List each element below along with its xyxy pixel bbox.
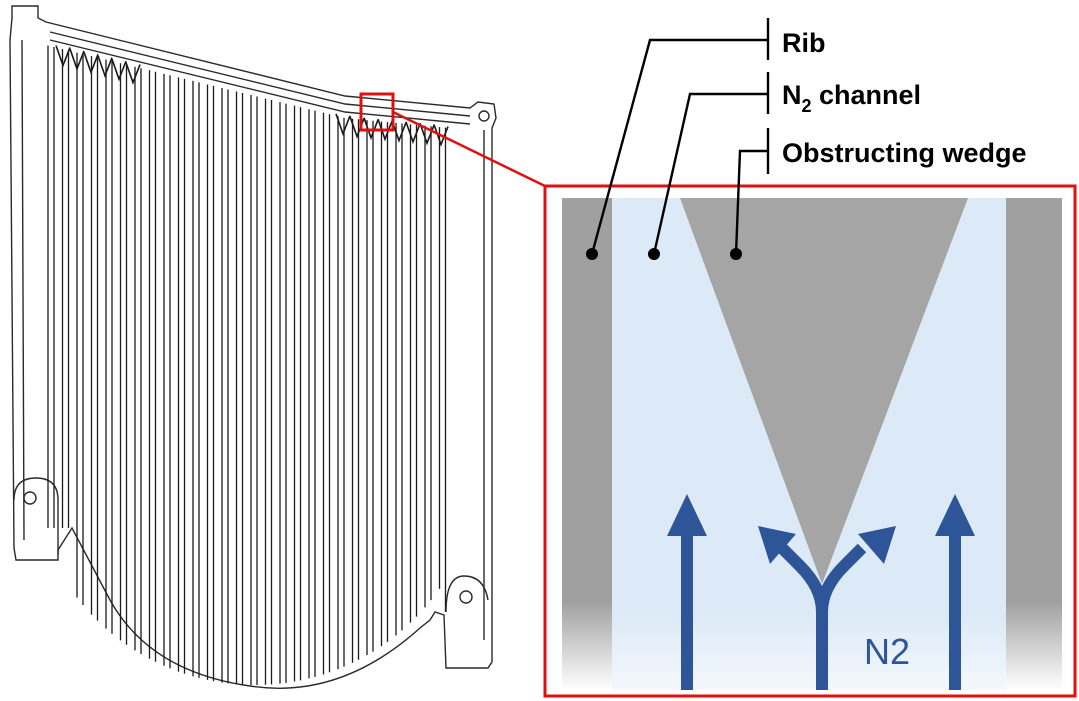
plate-wedge (363, 117, 379, 141)
plate-ribs (47, 45, 447, 685)
leader-rib (590, 38, 768, 255)
flow-label: N2 (864, 631, 910, 672)
label-channel: N2 channel (782, 80, 921, 116)
plate-wedge (97, 55, 113, 79)
plate-wedge (405, 121, 421, 145)
label-wedge: Obstructing wedge (782, 138, 1027, 168)
leaders (590, 18, 770, 255)
arrow-split-head-right (858, 526, 896, 564)
label-channel-prefix: N (782, 80, 802, 110)
arrow-left-head (667, 494, 707, 536)
bipolar-plate-drawing (9, 5, 497, 689)
plate-hole-top (478, 110, 490, 122)
plate-wedge (335, 113, 351, 137)
plate-tab-left (13, 477, 59, 555)
plate-top-rail-inner (49, 39, 471, 125)
marker-wedge (730, 248, 742, 260)
plate-wedge (377, 118, 393, 142)
zoom-connector-top (392, 110, 546, 188)
label-channel-suffix: channel (812, 80, 922, 110)
arrow-split-branch (816, 543, 867, 613)
plate-tab-right (445, 575, 489, 613)
plate-wedge (69, 48, 85, 72)
rib-right (1006, 198, 1062, 690)
zoom-frame (543, 184, 1077, 698)
plate-inner-edge (21, 39, 25, 541)
label-rib: Rib (782, 28, 826, 58)
plate-hole-right (459, 590, 473, 604)
plate-outline (9, 5, 497, 689)
leader-wedge (734, 149, 768, 255)
leader-channel (652, 92, 768, 255)
rib-left (562, 198, 612, 690)
obstructing-wedge (680, 198, 968, 584)
flow-arrows (667, 494, 975, 690)
marker-rib (586, 248, 598, 260)
arrow-right-shaft (949, 530, 961, 690)
arrow-left-shaft (681, 530, 693, 690)
plate-wedge (433, 124, 449, 147)
plate-wedge (55, 45, 71, 68)
plate-wedge (83, 52, 99, 75)
arrow-split-head-left (758, 526, 796, 564)
zoom-connector-bottom (393, 128, 545, 186)
plate-hole-left (23, 491, 37, 505)
plate-wedge (125, 62, 141, 85)
plate-top-rail (49, 31, 471, 117)
label-channel-sub: 2 (802, 96, 812, 116)
marker-channel (648, 248, 660, 260)
plate-wedge (111, 58, 127, 82)
zoom-detail: N2 (543, 184, 1077, 698)
arrow-right-head (935, 494, 975, 536)
